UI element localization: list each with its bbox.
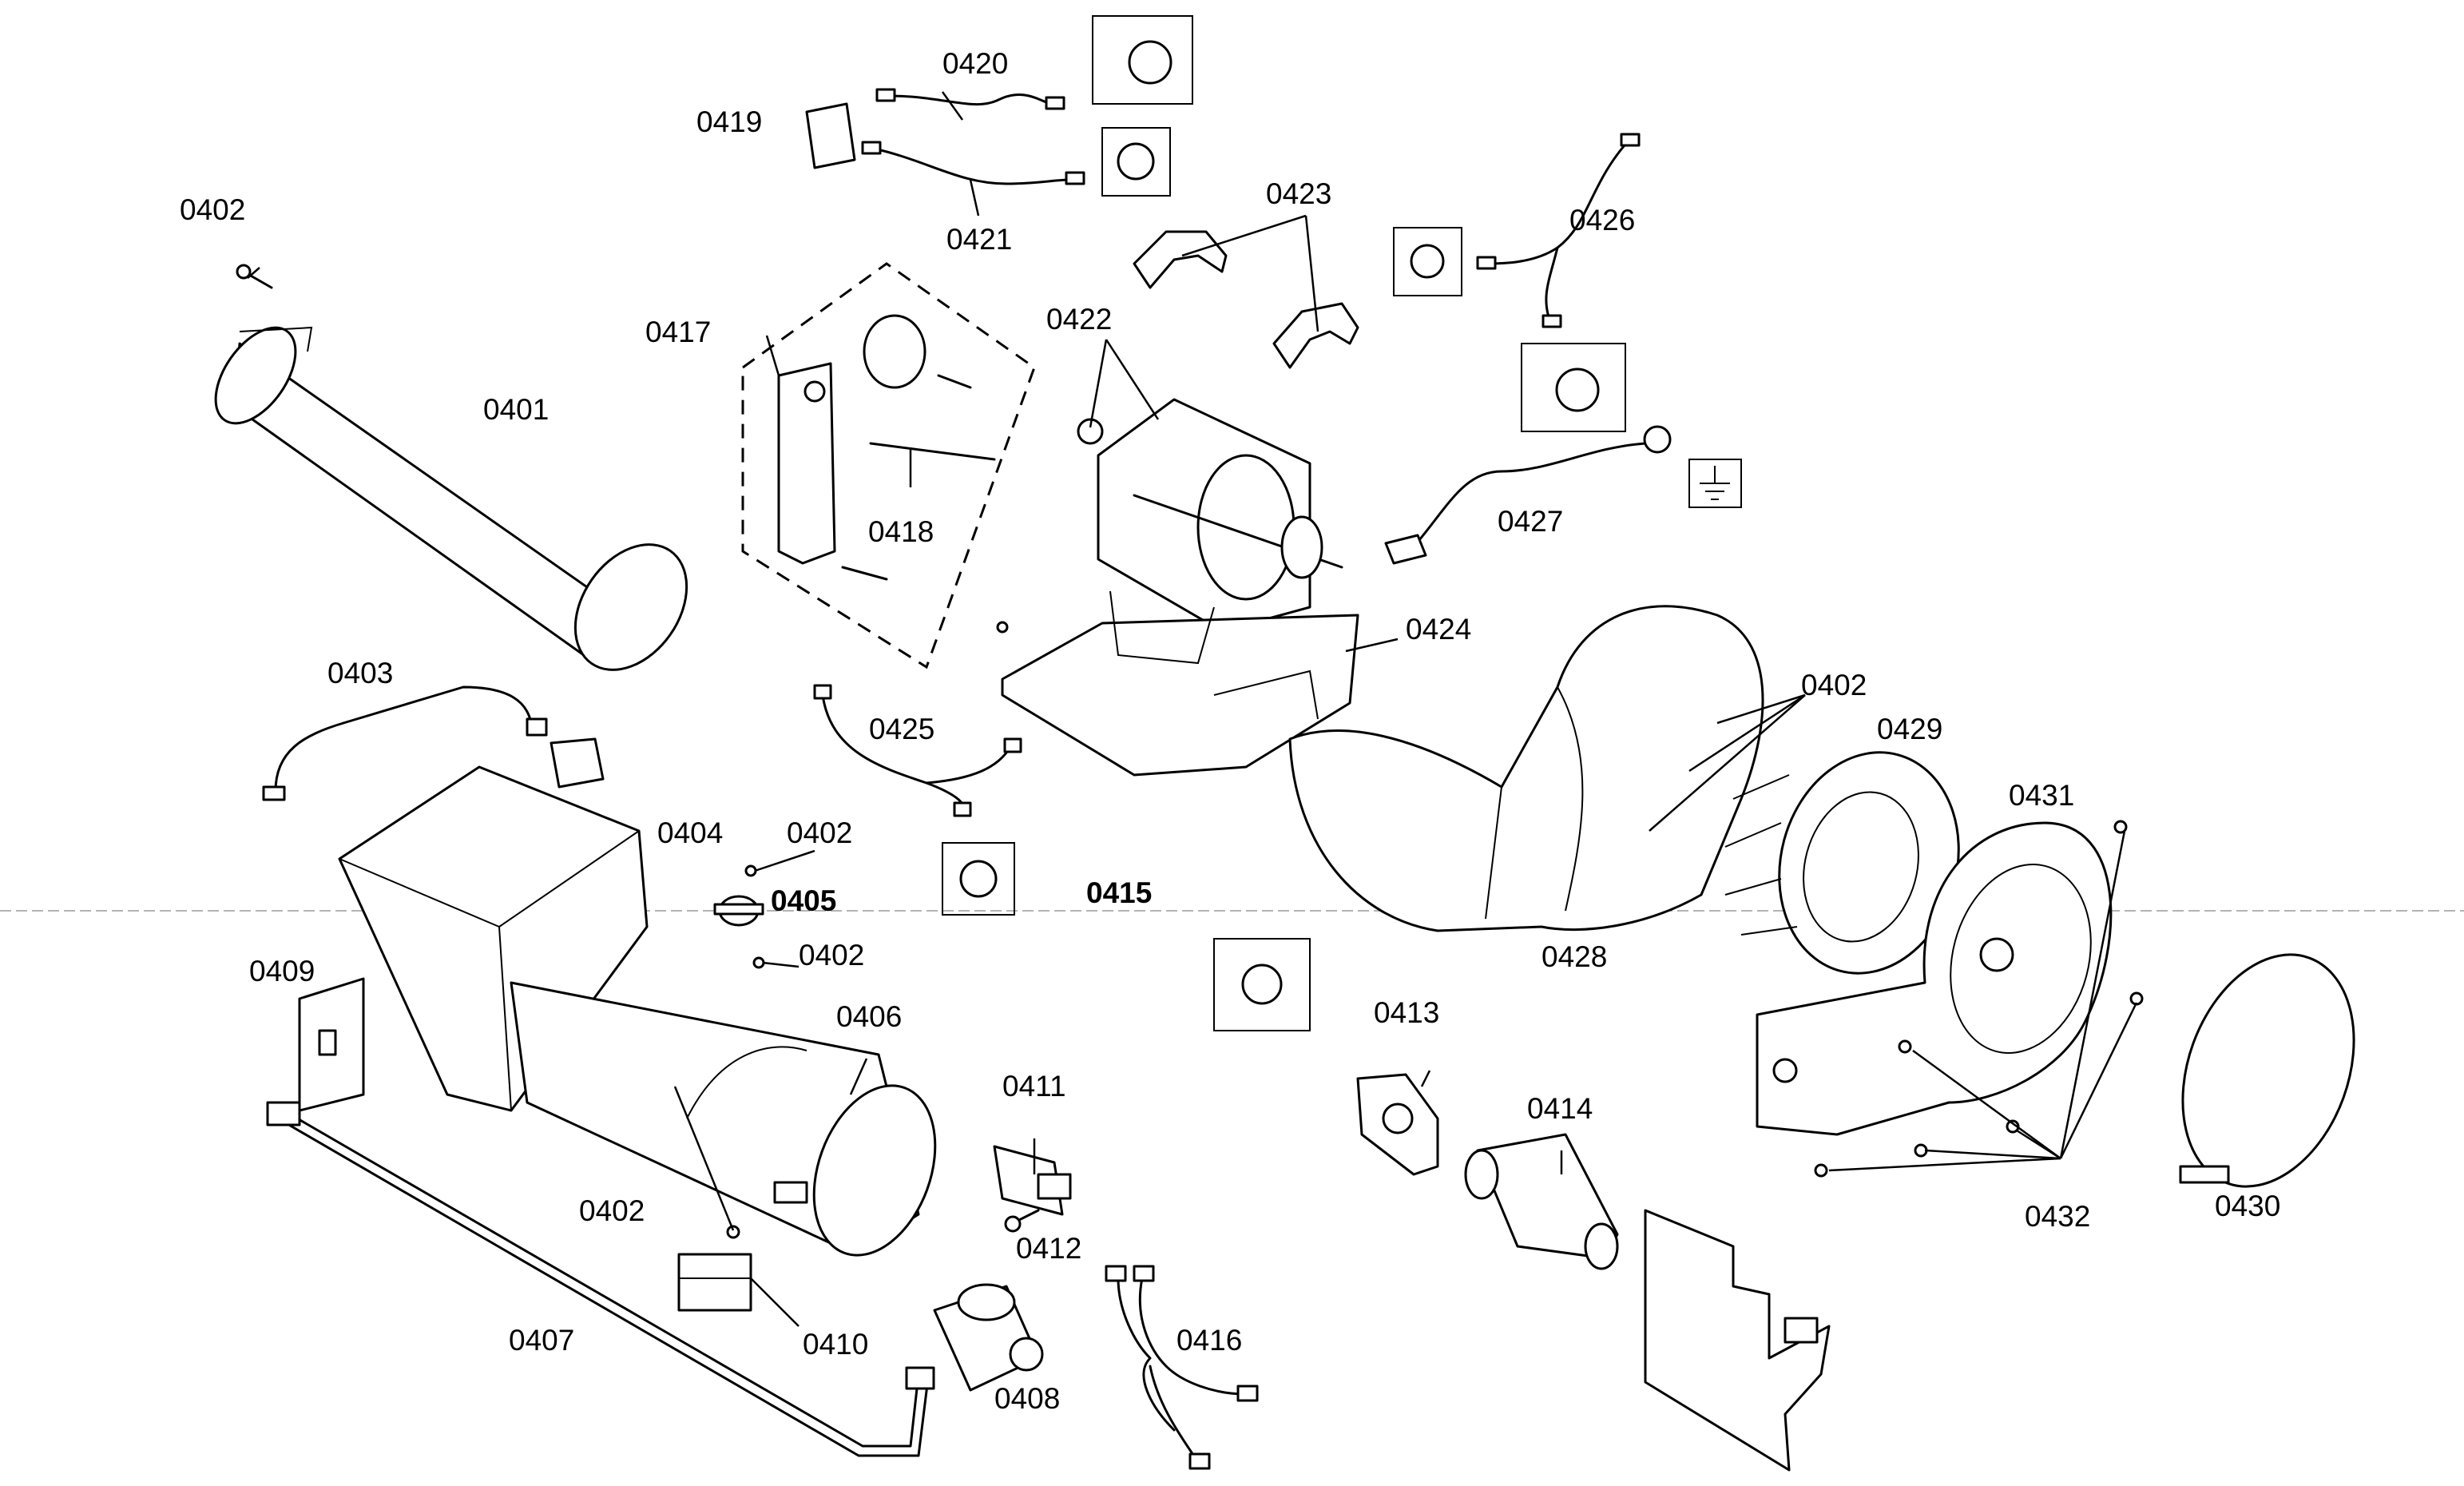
label-0407: 0407 — [509, 1324, 574, 1357]
label-0417: 0417 — [645, 316, 711, 348]
label-0414: 0414 — [1527, 1092, 1593, 1125]
ground-symbol-icon — [1688, 459, 1742, 508]
label-0426: 0426 — [1569, 204, 1635, 236]
part-0430-seal-ring[interactable] — [2153, 931, 2385, 1210]
part-0426-wire[interactable] — [1476, 133, 1641, 328]
label-0419: 0419 — [696, 105, 762, 138]
part-0407-gas-pipe[interactable] — [266, 1101, 935, 1457]
part-0406-burner-housing[interactable] — [338, 765, 957, 1272]
part-0410-coil[interactable] — [677, 1253, 752, 1312]
label-0427: 0427 — [1498, 505, 1563, 538]
part-0414-heater[interactable] — [1464, 1133, 1619, 1270]
part-0422-motor[interactable] — [1077, 398, 1343, 633]
part-0405-thermostat[interactable] — [713, 895, 764, 927]
label-0401: 0401 — [483, 393, 549, 426]
label-0402-right: 0402 — [1801, 669, 1867, 701]
label-0408: 0408 — [994, 1382, 1060, 1415]
leader-lines — [247, 91, 2138, 1327]
part-bracket-lower-right[interactable] — [1644, 1209, 1831, 1472]
label-0416: 0416 — [1176, 1324, 1242, 1357]
part-0420-wire[interactable] — [875, 88, 1065, 110]
part-0409-bracket[interactable] — [298, 977, 365, 1112]
label-0406: 0406 — [836, 1000, 902, 1033]
part-0403-harness[interactable] — [262, 685, 605, 801]
label-0430: 0430 — [2215, 1190, 2280, 1222]
part-0411-igniter[interactable] — [993, 1145, 1072, 1216]
part-0413-bracket[interactable] — [1356, 1073, 1439, 1176]
part-0428-blower-housing[interactable] — [1288, 605, 1764, 932]
label-0424: 0424 — [1406, 613, 1471, 646]
label-0418: 0418 — [868, 515, 934, 548]
part-0401-tube[interactable] — [200, 314, 710, 691]
label-0420: 0420 — [942, 47, 1008, 80]
label-0432: 0432 — [2025, 1200, 2090, 1233]
label-0402-lower: 0402 — [799, 939, 864, 971]
label-0428: 0428 — [1541, 940, 1607, 973]
label-0410: 0410 — [803, 1328, 868, 1361]
label-0409: 0409 — [249, 955, 315, 987]
part-0408-gas-valve[interactable] — [933, 1283, 1044, 1392]
label-0404: 0404 — [657, 817, 723, 849]
part-0412-screw[interactable] — [1004, 1209, 1040, 1233]
part-0421-wire[interactable] — [861, 141, 1085, 185]
connector-icon — [942, 15, 1626, 1031]
label-0423: 0423 — [1266, 177, 1331, 210]
label-0425: 0425 — [869, 713, 934, 745]
label-0411: 0411 — [1002, 1070, 1066, 1103]
part-0417-idler-kit[interactable] — [741, 262, 1036, 669]
part-0424-motor-mount[interactable] — [996, 590, 1359, 777]
label-0421: 0421 — [946, 223, 1012, 256]
label-0429: 0429 — [1877, 713, 1942, 745]
part-0419-switch[interactable] — [805, 102, 856, 169]
part-0431-blower-cover[interactable] — [1756, 821, 2113, 1136]
label-0402-bottom: 0402 — [579, 1194, 645, 1227]
label-0403: 0403 — [327, 657, 393, 689]
part-0418-spring[interactable] — [841, 314, 996, 581]
part-0432-screws[interactable] — [1814, 820, 2144, 1178]
label-0402-top: 0402 — [180, 193, 245, 226]
label-0415: 0415 — [1086, 876, 1152, 909]
label-0413: 0413 — [1374, 996, 1439, 1029]
part-0427-ground-wire[interactable] — [1384, 425, 1672, 565]
label-0402-mid: 0402 — [787, 817, 852, 849]
label-0412: 0412 — [1016, 1232, 1081, 1265]
label-0431: 0431 — [2009, 779, 2074, 812]
part-0416-harness[interactable] — [1105, 1265, 1259, 1470]
label-0405: 0405 — [771, 884, 836, 917]
label-0422: 0422 — [1046, 303, 1112, 336]
part-0423-clamps[interactable] — [1133, 230, 1359, 369]
part-0425-wire[interactable] — [813, 684, 1022, 817]
